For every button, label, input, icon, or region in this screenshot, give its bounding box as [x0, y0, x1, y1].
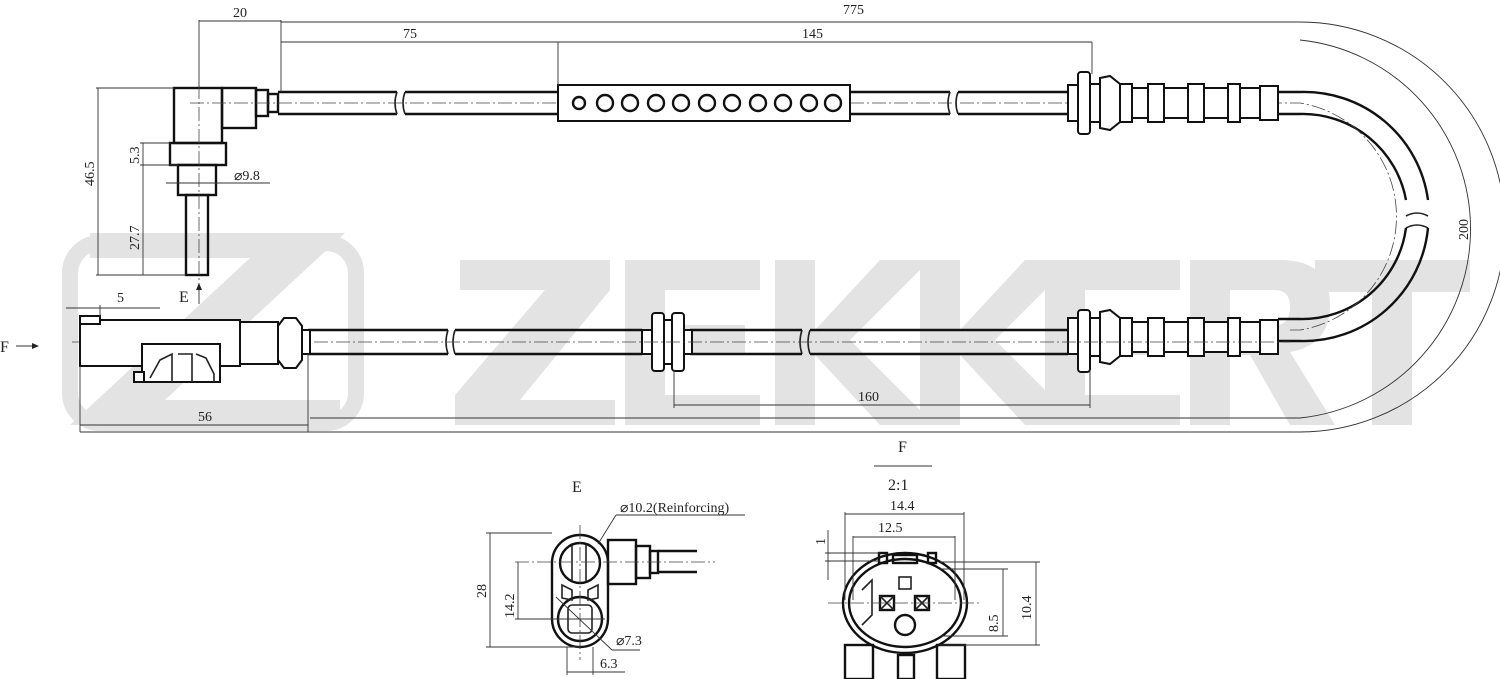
dim-f-lip: 1 [814, 538, 829, 545]
view-marker-e: E [179, 289, 189, 306]
main-dimensions: 20 775 75 145 46.5 5.3 27.7 ⌀9.8 5 E F 5… [0, 3, 1472, 432]
watermark-letter-k1 [775, 260, 935, 425]
dim-e-center-distance: 14.2 [503, 594, 518, 619]
detail-e-title: E [572, 479, 582, 496]
top-cable [278, 71, 1279, 135]
dim-f-inner-height: 8.5 [987, 615, 1002, 633]
dim-e-height: 28 [475, 584, 490, 598]
reinforcing-label: ⌀10.2(Reinforcing) [620, 501, 729, 516]
dim-pin-length: 27.7 [128, 226, 143, 251]
bottom-cable [72, 308, 1290, 373]
sensor-boss [176, 163, 218, 197]
dim-pin-diameter: ⌀9.8 [234, 169, 260, 184]
watermark-letter-k2 [920, 260, 1080, 425]
dim-grommet-spacing: 160 [858, 390, 879, 405]
dim-e-hole-diameter: ⌀7.3 [616, 634, 642, 649]
dim-head-height: 46.5 [83, 162, 98, 187]
pin-square-top [898, 576, 912, 590]
view-marker-f: F [0, 339, 9, 356]
dim-f-outer-width: 14.4 [890, 499, 915, 514]
cable-bend [80, 21, 1500, 433]
sensor-head-neck [220, 86, 258, 130]
dim-to-clip: 75 [403, 27, 417, 42]
connector-latch [141, 343, 221, 383]
detail-f-scale: 2:1 [888, 477, 908, 494]
detail-e: E ⌀10.2(Reinforcing) 28 14.2 ⌀7.3 6.3 [475, 479, 745, 675]
detail-f-title: F [898, 439, 907, 456]
connector [79, 315, 311, 383]
sensor-head-body [172, 86, 224, 145]
dim-connector-lip: 5 [117, 291, 124, 306]
cable-clip [557, 84, 851, 122]
watermark-letter-z [455, 260, 615, 425]
dim-bend-radius: 200 [1457, 219, 1472, 240]
detail-f: F 2:1 14.4 12.5 1 8.5 [814, 439, 1040, 679]
dim-e-hole-offset: 6.3 [600, 657, 618, 672]
dim-overall-length: 775 [843, 3, 864, 18]
sensor-pin [184, 193, 210, 277]
dim-head-offset: 20 [233, 6, 247, 21]
sensor-shoulder [168, 141, 228, 167]
clip-holes [571, 93, 843, 113]
pin-round [893, 613, 917, 637]
watermark-letter-t [1315, 260, 1470, 425]
dim-f-inner-width: 12.5 [878, 521, 903, 536]
dim-clip-to-grommet: 145 [802, 27, 823, 42]
dim-f-outer-height: 10.4 [1020, 596, 1035, 621]
dim-connector-length: 56 [198, 410, 212, 425]
dim-shoulder: 5.3 [128, 147, 143, 165]
